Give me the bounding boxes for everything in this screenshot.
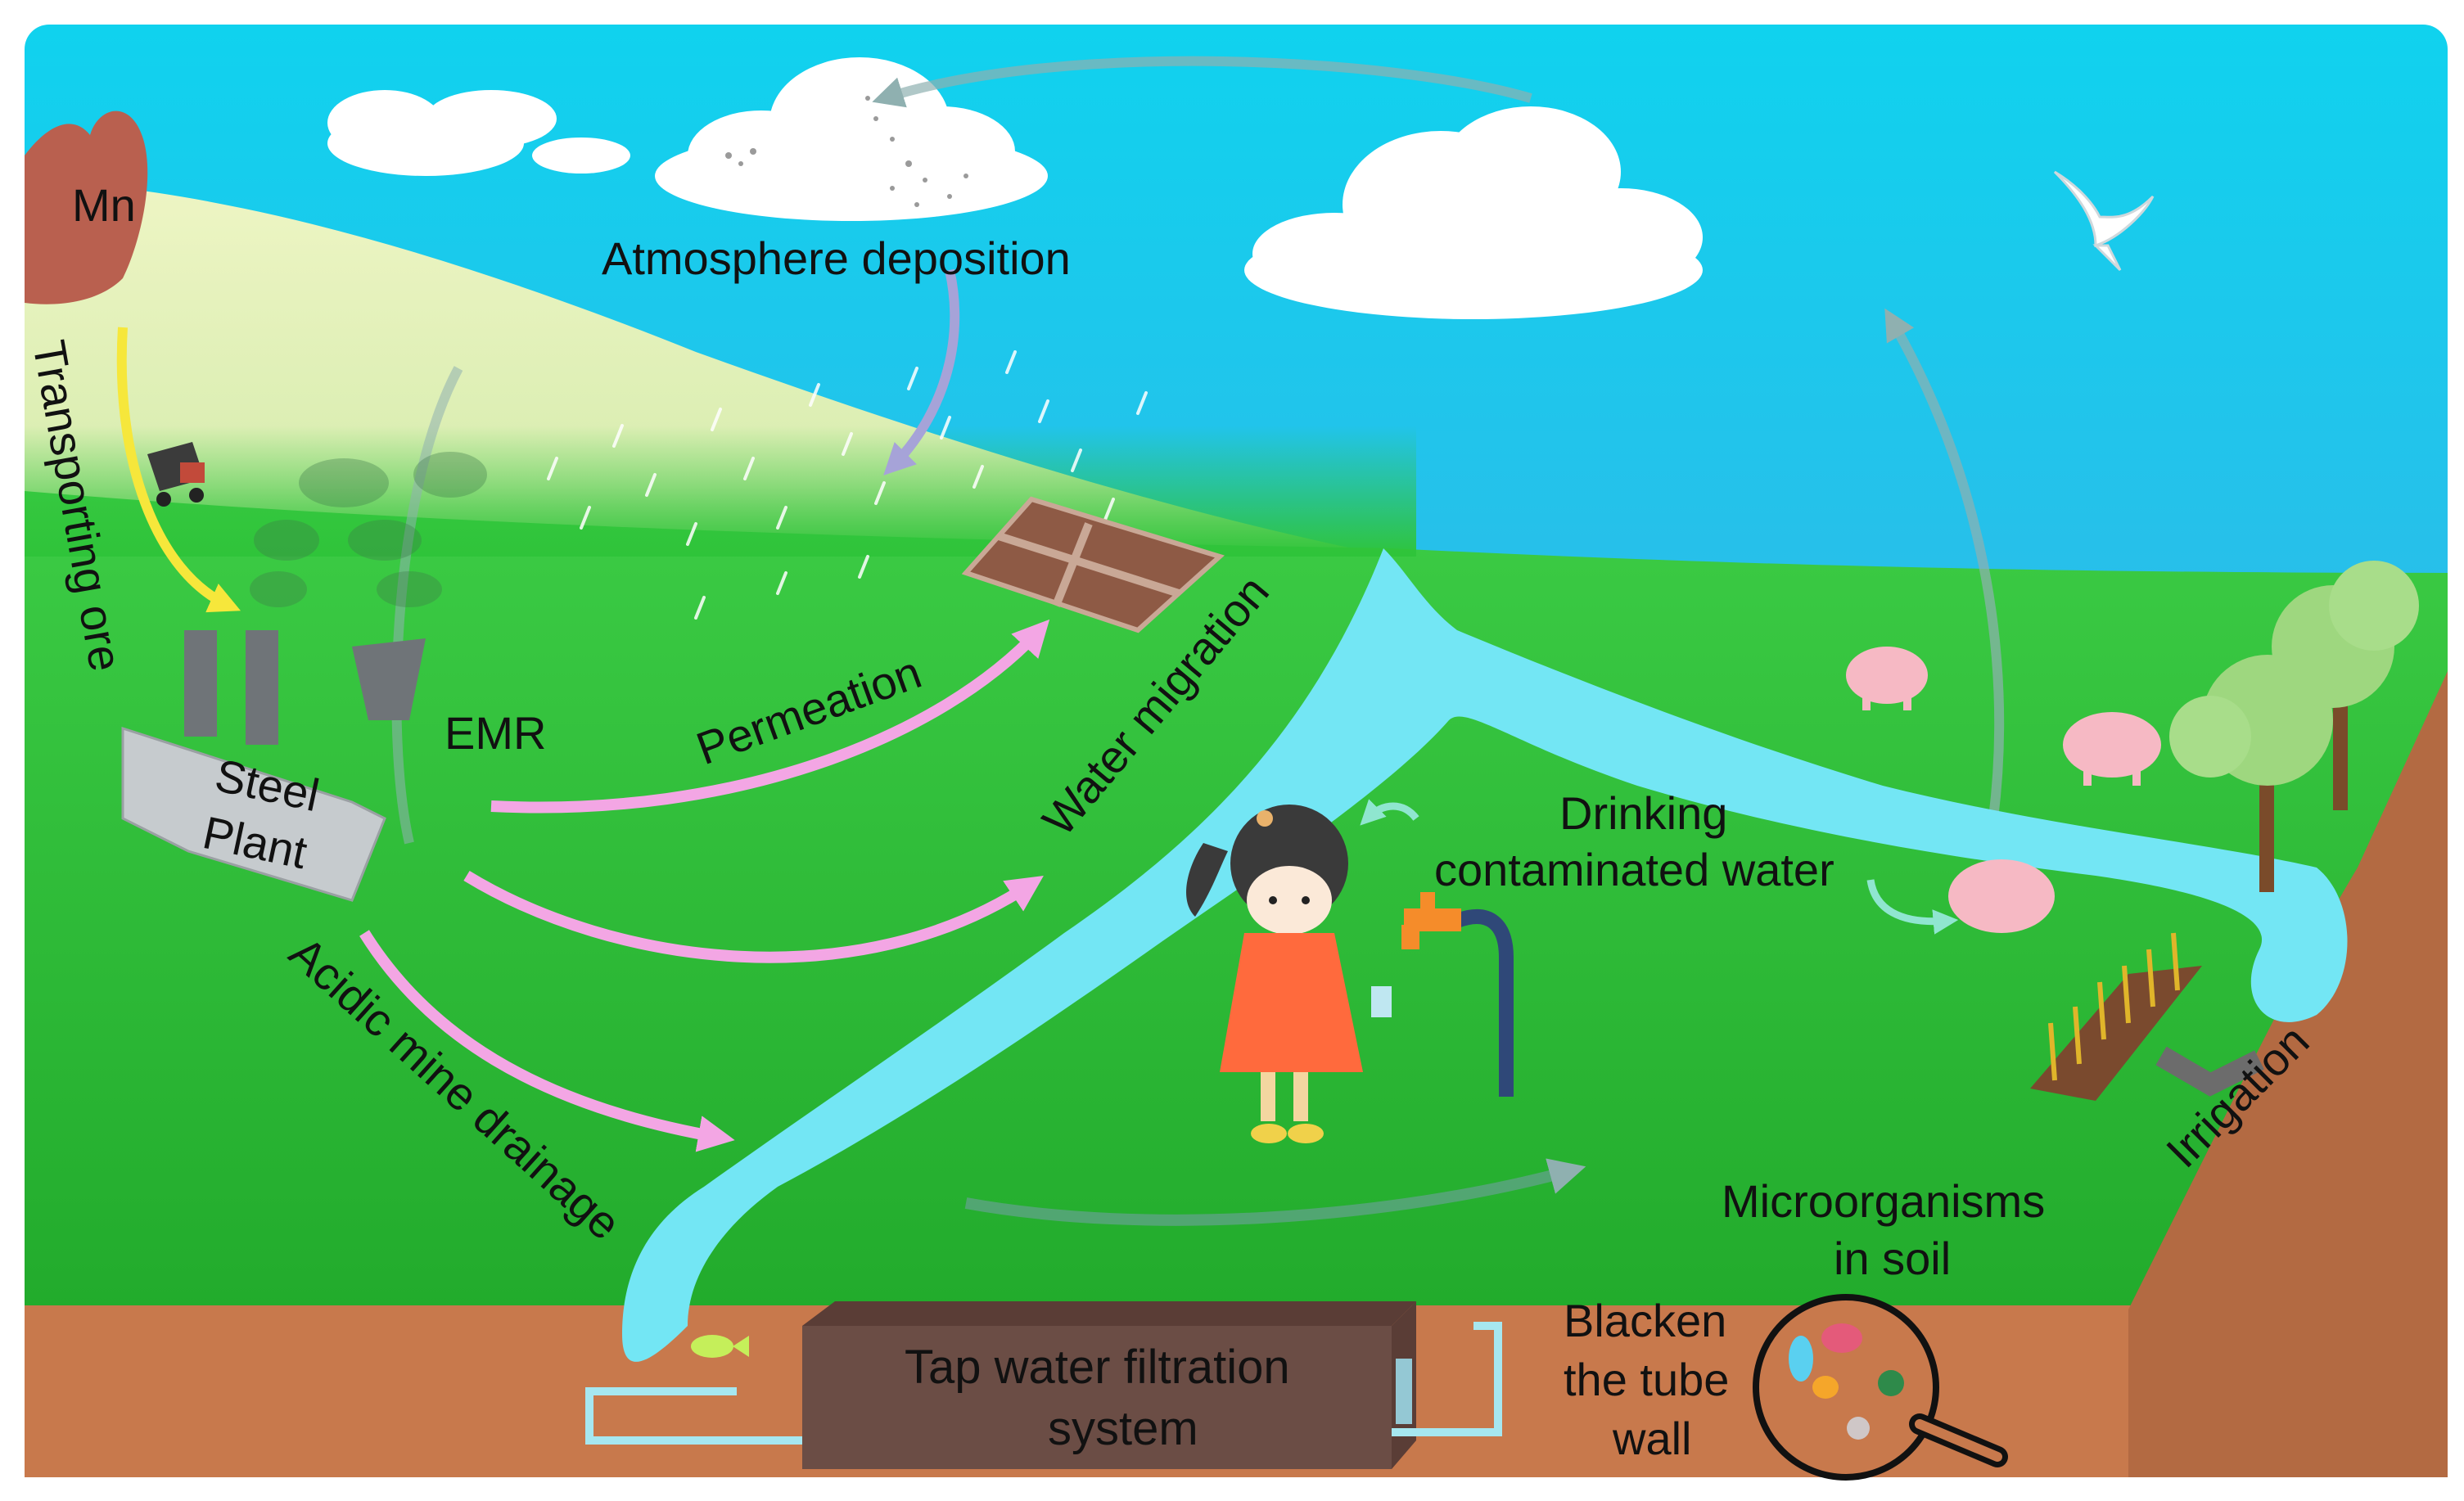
tree-icon: [2169, 561, 2419, 892]
cycle-arrow-top: [872, 56, 1532, 108]
water-flow-arrow: [463, 871, 1044, 963]
drinking-arrow: [1866, 879, 1959, 935]
drainage-arrow: [359, 930, 735, 1152]
label-blacken-3: wall: [1612, 1413, 1691, 1464]
label-microorganisms-1: Microorganisms: [1722, 1175, 2045, 1227]
cloud-1: [327, 90, 630, 176]
crop-field-icon: [2030, 932, 2202, 1101]
gray-arrow-left: [391, 366, 463, 845]
permeation-arrow: [490, 619, 1050, 814]
grass-fade: [25, 426, 1416, 557]
smoke: [250, 452, 487, 607]
factory-icon: [121, 630, 426, 902]
label-microorganisms-2: in soil: [1834, 1233, 1951, 1284]
rain: [547, 350, 1148, 620]
label-drinking-2: contaminated water: [1434, 844, 1834, 895]
mountain: [25, 110, 148, 304]
soil-plot-icon: [961, 496, 1225, 633]
label-blacken-2: the tube: [1564, 1354, 1729, 1405]
label-atmosphere-deposition: Atmosphere deposition: [602, 232, 1071, 284]
truck-icon: [147, 442, 205, 507]
bird-icon: [2053, 170, 2155, 272]
pipe-left: [585, 1387, 802, 1445]
soil-cliff: [2128, 671, 2448, 1477]
label-mn: Mn: [72, 179, 136, 231]
irrigation-pipe: [2155, 1046, 2264, 1097]
pipe-right: [1392, 1322, 1502, 1436]
cloud-3: [1244, 106, 1703, 319]
girl-figure: [1186, 805, 1392, 1143]
tap-icon: [1401, 892, 1514, 1097]
girl-arrow: [1360, 799, 1419, 826]
transport-arrow: [116, 327, 241, 613]
cycle-arrow-right: [1884, 308, 2005, 819]
label-tap-2: system: [1048, 1402, 1198, 1455]
fish-icon: [691, 1335, 749, 1358]
river: [622, 548, 2348, 1362]
gray-arrow-bottom: [964, 1158, 1586, 1226]
cloud-2-particles: [725, 96, 968, 207]
filtration-box: [802, 1301, 1416, 1469]
magnifier-icon: [1753, 1294, 2008, 1481]
deposition-arrow: [883, 268, 960, 476]
label-blacken-1: Blacken: [1564, 1295, 1726, 1346]
label-tap-1: Tap water filtration: [905, 1341, 1290, 1394]
label-emr: EMR: [445, 707, 546, 759]
pig-icon: [1846, 647, 2161, 933]
label-drinking-1: Drinking: [1559, 787, 1727, 839]
grassland: [25, 491, 2448, 1309]
